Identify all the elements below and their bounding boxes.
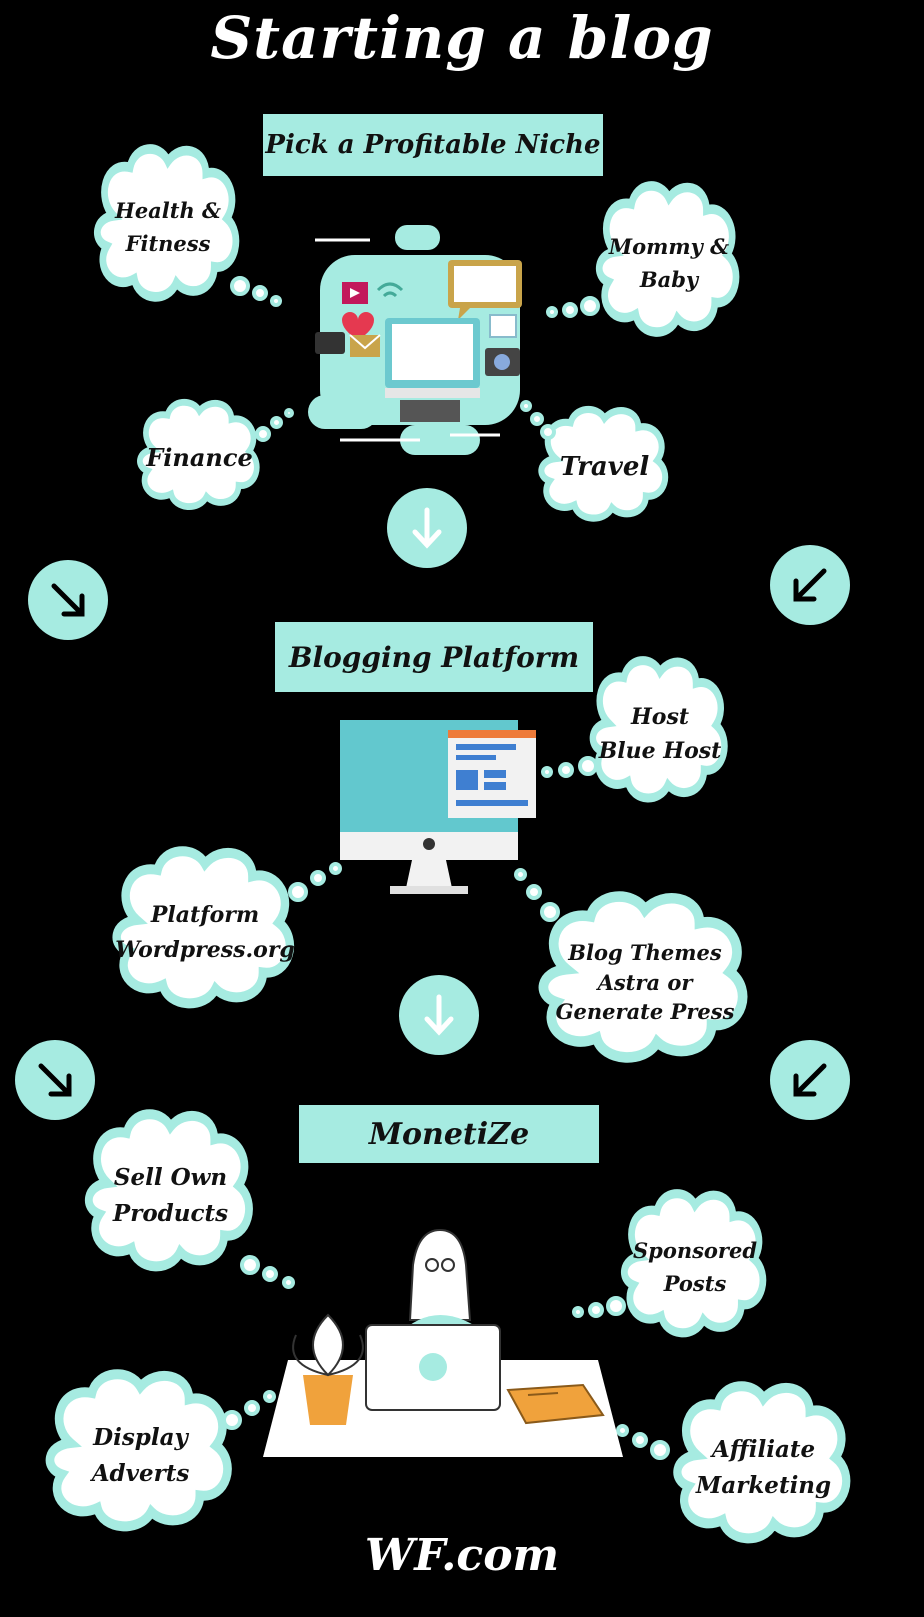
section-heading-niche: Pick a Profitable Niche (263, 114, 603, 176)
monitor-illustration (340, 720, 536, 894)
person-desk-illustration (263, 1228, 623, 1457)
bubble-mommy-baby: Mommy &Baby (590, 180, 748, 348)
bubble-finance: Finance (132, 398, 267, 518)
footer-brand: WF.com (364, 1530, 560, 1581)
arrow-down-right-icon (28, 560, 108, 640)
arrow-down-left-icon (770, 545, 850, 625)
bubble-health-fitness: Health &Fitness (88, 143, 248, 313)
arrow-down-left-icon (770, 1040, 850, 1120)
section-heading-platform: Blogging Platform (275, 622, 593, 692)
computer-social-illustration (308, 225, 522, 455)
bubble-travel: Travel (533, 405, 676, 530)
arrow-down-icon (399, 975, 479, 1055)
arrow-down-icon (387, 488, 467, 568)
arrow-down-right-icon (15, 1040, 95, 1120)
page-title: Starting a blog (210, 4, 714, 72)
section-heading-monetize: MonetiZe (299, 1105, 599, 1163)
